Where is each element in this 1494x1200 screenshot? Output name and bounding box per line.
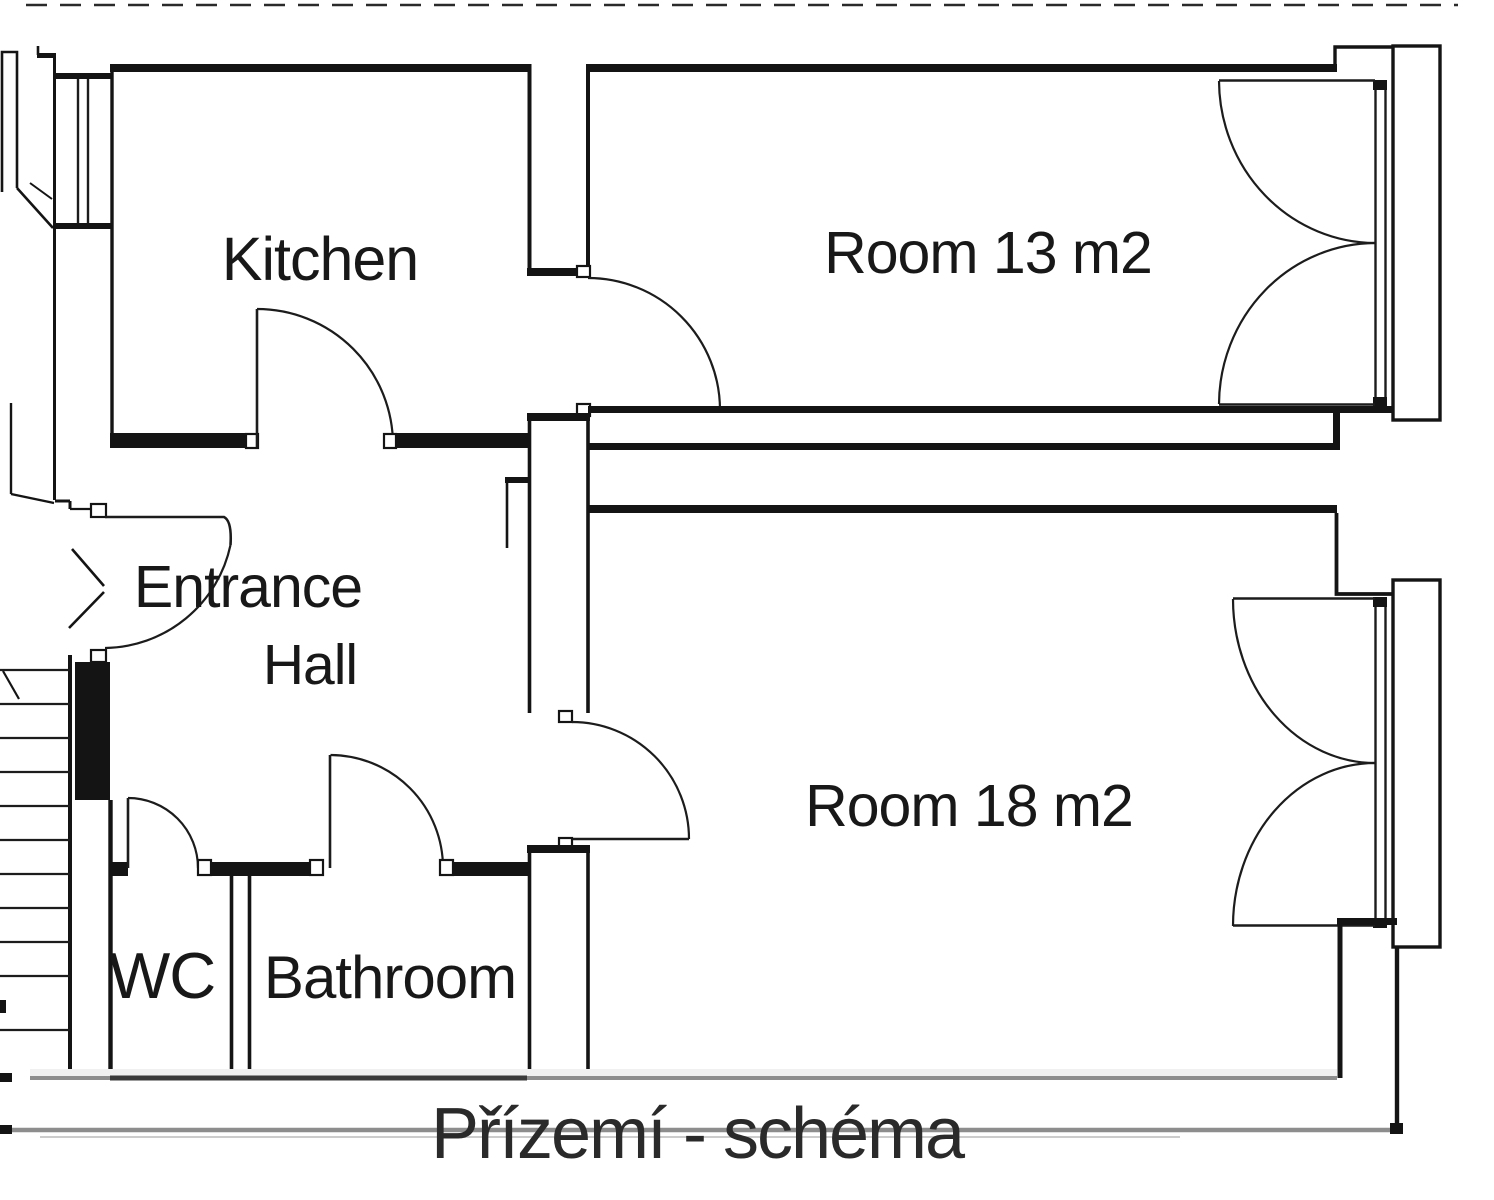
- stair-break-diagonal: [2, 670, 20, 700]
- exterior-left-structures: [0, 46, 56, 505]
- hall-pilaster-bar: [505, 477, 530, 483]
- room13-balcony-box: [1391, 44, 1442, 422]
- kitchen-window-sill-bottom: [53, 223, 112, 229]
- room13-door-arc: [587, 276, 722, 411]
- entrance-swing-mark-2: [68, 591, 105, 629]
- entrance-door-leaf: [105, 515, 233, 546]
- room13-wall-step-top-right: [1333, 45, 1393, 70]
- room-18: [527, 505, 1442, 1130]
- wc: [108, 796, 252, 1078]
- bathroom-door-arc: [330, 753, 445, 869]
- kitchen-door-arc: [256, 307, 395, 446]
- entrance-door-stop-top: [89, 502, 108, 519]
- kitchen-wall-bottom-right: [396, 433, 529, 448]
- room18-window-arc-bottom: [1231, 761, 1376, 927]
- floor-band: [30, 1069, 1337, 1079]
- wc-wall-top-stub: [110, 862, 128, 876]
- bathroom-label: Bathroom: [264, 944, 516, 1011]
- entrance-door-stop-bottom: [89, 648, 108, 664]
- wall-jog-bar: [37, 53, 56, 58]
- labels: Kitchen Room 13 m2 Room 18 m2 Entrance H…: [109, 220, 1153, 1174]
- hall-room18-wall-cap-top: [527, 413, 590, 421]
- room13-wall-top: [590, 64, 1337, 72]
- kitchen-door-stop-right: [382, 432, 398, 450]
- stair-wall-slab: [75, 662, 110, 800]
- room13-door-stop-top: [575, 264, 592, 279]
- room18-wall-top: [588, 505, 1337, 513]
- room13-wall-bottom-connector: [1333, 413, 1340, 450]
- room13-window-arc-bottom: [1217, 241, 1376, 405]
- entrance-hall-label-line1: Entrance: [134, 554, 362, 620]
- room13-label: Room 13 m2: [824, 220, 1152, 286]
- room18-wall-cap-below-door: [527, 845, 590, 853]
- wc-label: WC: [109, 939, 215, 1012]
- room18-sill-bar: [1337, 918, 1397, 925]
- room18-balcony-box: [1391, 578, 1442, 949]
- entrance-hall-label-line2: Hall: [263, 633, 357, 697]
- section-lines: [0, 1069, 1403, 1138]
- room13-window-arc-top: [1217, 80, 1376, 245]
- room18-window-arc-top: [1231, 598, 1376, 765]
- bottom-tick-left-1: [0, 1073, 12, 1082]
- stair-handrail-tick: [0, 1000, 6, 1013]
- left-edge-diagonal: [10, 492, 55, 505]
- room-13: [575, 44, 1442, 450]
- entrance-swing-mark-1: [71, 548, 105, 587]
- wc-door-arc: [127, 796, 200, 869]
- kitchen-label: Kitchen: [222, 225, 418, 293]
- plan-title: Přízemí - schéma: [431, 1094, 966, 1174]
- room13-wall-bottom-upper-line: [588, 406, 1392, 413]
- room13-window-block-bottom: [1373, 397, 1387, 407]
- bottom-tick-left-2: [0, 1125, 12, 1134]
- bathroom-door-stop-right: [438, 858, 455, 877]
- room13-wall-bottom-lower-line: [588, 443, 1340, 450]
- entrance-door-arc: [104, 544, 232, 650]
- diagonal-wall-1: [16, 187, 54, 229]
- room18-door-stop-top: [557, 709, 574, 724]
- bathroom-wall-top-right: [452, 862, 530, 876]
- room18-window-block-top: [1373, 597, 1387, 607]
- room18-label: Room 18 m2: [805, 773, 1133, 839]
- bathroom-door-stop-left: [308, 858, 325, 877]
- kitchen-room13-wall-cap: [527, 268, 590, 276]
- wc-door-stop: [196, 858, 213, 877]
- room18-wall-step-top-right: [1334, 513, 1393, 596]
- room18-door-arc: [571, 720, 691, 840]
- kitchen-window-sill-top: [53, 73, 112, 79]
- diagonal-wall-2: [29, 182, 53, 200]
- kitchen-wall-top: [110, 64, 529, 72]
- room13-window-block-top: [1373, 80, 1387, 90]
- bottom-tick-right: [1390, 1123, 1403, 1134]
- entrance-hall: [55, 413, 590, 713]
- neighbour-wall: [0, 50, 19, 192]
- kitchen-wall-bottom-left: [110, 433, 248, 448]
- kitchen: [53, 57, 590, 500]
- staircase: [0, 655, 110, 1078]
- bathroom-wall-top-left: [211, 862, 311, 876]
- bathroom: [211, 753, 590, 1078]
